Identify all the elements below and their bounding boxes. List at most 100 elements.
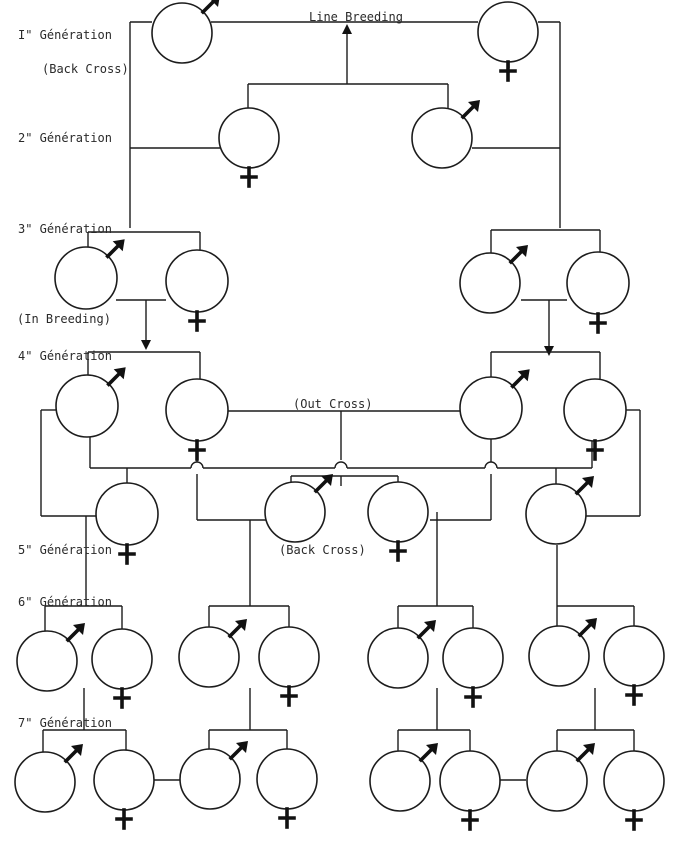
male-symbol-icon [228, 741, 248, 761]
individual-female-g3-b [165, 249, 229, 332]
individual-male-g4-c [459, 369, 530, 440]
individual-circle [178, 626, 240, 688]
individual-male-g3-a [54, 239, 125, 310]
individual-circle [55, 374, 119, 438]
individual-circle [93, 749, 155, 811]
male-symbol-icon [65, 623, 85, 643]
individual-female-g3-d [566, 251, 630, 334]
individual-circle [442, 627, 504, 689]
label-out-cross: (Out Cross) [293, 397, 372, 411]
female-symbol-icon [586, 439, 604, 461]
label-gen1: I" Génération [18, 28, 112, 42]
male-symbol-icon [510, 369, 530, 389]
individual-circle [151, 2, 213, 64]
individual-male-g6-a [16, 623, 85, 692]
label-gen6: 6" Génération [18, 595, 112, 609]
individual-circle [91, 628, 153, 690]
label-back-cross-top: (Back Cross) [42, 62, 129, 76]
individual-male-g2-b [411, 100, 480, 169]
individual-circle [477, 1, 539, 63]
female-symbol-icon [461, 809, 479, 831]
individual-circle [528, 625, 590, 687]
individual-circle [218, 107, 280, 169]
label-line-breeding: Line Breeding [309, 10, 403, 24]
individual-circle [256, 748, 318, 810]
individual-male-g4-a [55, 367, 126, 438]
individual-male-g6-g [528, 618, 597, 687]
female-symbol-icon [589, 312, 607, 334]
label-gen4: 4" Génération [18, 349, 112, 363]
individual-circle [459, 252, 521, 314]
individual-circle [563, 378, 627, 442]
individual-circle [603, 625, 665, 687]
individual-circle [459, 376, 523, 440]
male-symbol-icon [105, 239, 125, 259]
individual-circle [367, 627, 429, 689]
individual-male-g5-b [264, 474, 333, 543]
male-symbol-icon [313, 474, 333, 494]
female-symbol-icon [113, 687, 131, 709]
male-symbol-icon [106, 367, 126, 387]
female-symbol-icon [278, 807, 296, 829]
individual-male-g1-a [151, 0, 220, 64]
male-symbol-icon [460, 100, 480, 120]
individual-circle [54, 246, 118, 310]
male-symbol-icon [63, 744, 83, 764]
individual-female-g5-a [95, 482, 159, 565]
label-gen7: 7" Génération [18, 716, 112, 730]
individual-circle [16, 630, 78, 692]
individual-female-g7-b [93, 749, 155, 830]
individual-female-g5-c [367, 481, 429, 562]
pedigree-individuals [14, 0, 665, 831]
female-symbol-icon [625, 684, 643, 706]
individual-male-g3-c [459, 245, 528, 314]
individual-female-g6-d [258, 626, 320, 707]
pedigree-links [40, 21, 641, 781]
female-symbol-icon [118, 543, 136, 565]
individual-circle [14, 751, 76, 813]
individual-circle [525, 483, 587, 545]
individual-female-g1-b [477, 1, 539, 82]
individual-male-g5-d [525, 476, 594, 545]
male-symbol-icon [418, 743, 438, 763]
male-symbol-icon [577, 618, 597, 638]
individual-female-g7-f [439, 750, 501, 831]
individual-female-g2-a [218, 107, 280, 188]
individual-female-g4-b [165, 378, 229, 461]
male-symbol-icon [416, 620, 436, 640]
female-symbol-icon [240, 166, 258, 188]
individual-circle [258, 626, 320, 688]
individual-female-g6-f [442, 627, 504, 708]
individual-circle [369, 750, 431, 812]
individual-circle [526, 750, 588, 812]
individual-female-g6-h [603, 625, 665, 706]
individual-female-g6-b [91, 628, 153, 709]
male-symbol-icon [200, 0, 220, 15]
label-back-cross-middle: (Back Cross) [279, 543, 366, 557]
label-gen2: 2" Génération [18, 131, 112, 145]
label-gen3: 3" Génération [18, 222, 112, 236]
female-symbol-icon [499, 60, 517, 82]
individual-male-g7-g [526, 743, 595, 812]
female-symbol-icon [188, 439, 206, 461]
female-symbol-icon [188, 310, 206, 332]
individual-circle [95, 482, 159, 546]
individual-circle [566, 251, 630, 315]
male-symbol-icon [508, 245, 528, 265]
individual-female-g7-h [603, 750, 665, 831]
individual-male-g7-a [14, 744, 83, 813]
individual-female-g7-d [256, 748, 318, 829]
female-symbol-icon [115, 808, 133, 830]
label-gen5: 5" Génération [18, 543, 112, 557]
generation-labels: I" Génération (Back Cross) 2" Génération… [17, 10, 403, 730]
male-symbol-icon [227, 619, 247, 639]
male-symbol-icon [575, 743, 595, 763]
individual-circle [165, 378, 229, 442]
individual-circle [439, 750, 501, 812]
individual-circle [179, 748, 241, 810]
individual-male-g7-c [179, 741, 248, 810]
individual-female-g4-d [563, 378, 627, 461]
label-in-breeding: (In Breeding) [17, 312, 111, 326]
female-symbol-icon [464, 686, 482, 708]
